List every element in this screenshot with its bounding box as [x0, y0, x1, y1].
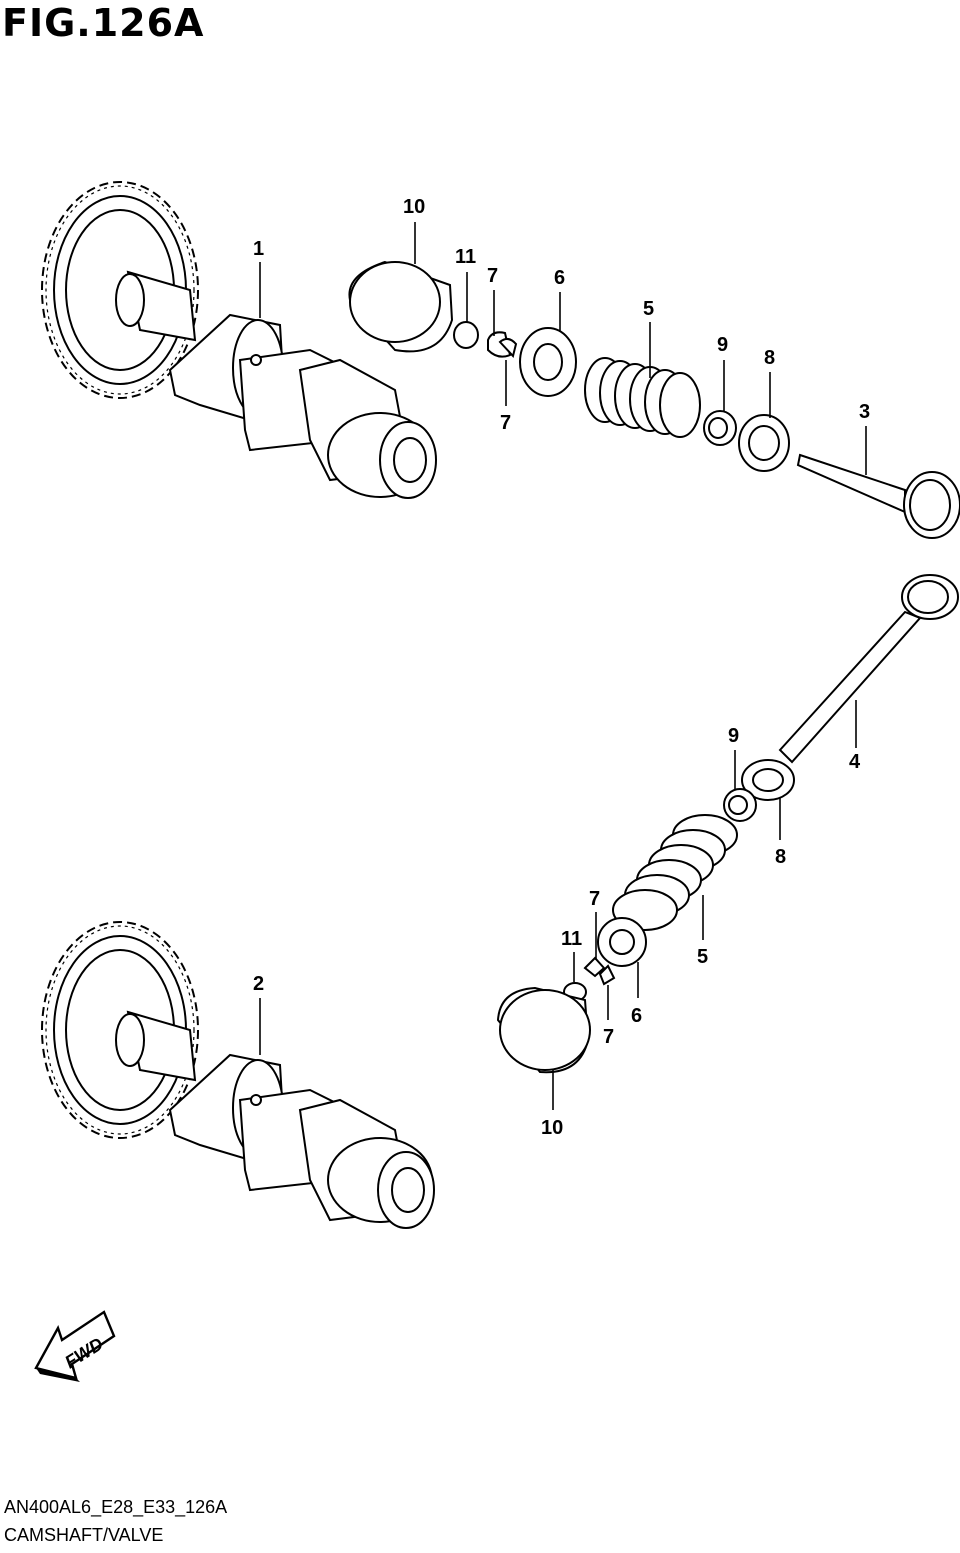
- callout-2: 2: [253, 973, 264, 995]
- callout-3: 3: [859, 401, 870, 423]
- callout-8-upper: 8: [764, 347, 775, 369]
- fwd-arrow-icon: FWD: [34, 1310, 116, 1382]
- callout-10-upper: 10: [403, 196, 425, 218]
- callout-7-lower-a: 7: [589, 888, 600, 910]
- callout-9-upper: 9: [717, 334, 728, 356]
- callout-4: 4: [849, 751, 861, 773]
- callout-5-upper: 5: [643, 298, 654, 320]
- callout-10-lower: 10: [541, 1117, 563, 1139]
- callout-7-upper-a: 7: [487, 265, 498, 287]
- figure-title: FIG.126A: [2, 1, 205, 45]
- camshaft-2-drawing: [41, 921, 435, 1229]
- callout-9-lower: 9: [728, 725, 739, 747]
- callout-7-upper-b: 7: [500, 412, 511, 434]
- figure-caption: CAMSHAFT/VALVE: [4, 1525, 164, 1545]
- callout-11-lower: 11: [561, 928, 582, 950]
- callout-11-upper: 11: [455, 246, 476, 268]
- callout-6-lower: 6: [631, 1005, 642, 1027]
- lower-valve-train: [496, 574, 959, 1074]
- upper-valve-train: [348, 260, 960, 539]
- leader-lines: [259, 222, 867, 1110]
- callout-6-upper: 6: [554, 267, 565, 289]
- callout-5-lower: 5: [697, 946, 708, 968]
- callout-1: 1: [253, 238, 264, 260]
- model-code: AN400AL6_E28_E33_126A: [4, 1497, 228, 1517]
- camshaft-1-drawing: [41, 181, 437, 499]
- callout-8-lower: 8: [775, 846, 786, 868]
- callout-7-lower-b: 7: [603, 1026, 614, 1048]
